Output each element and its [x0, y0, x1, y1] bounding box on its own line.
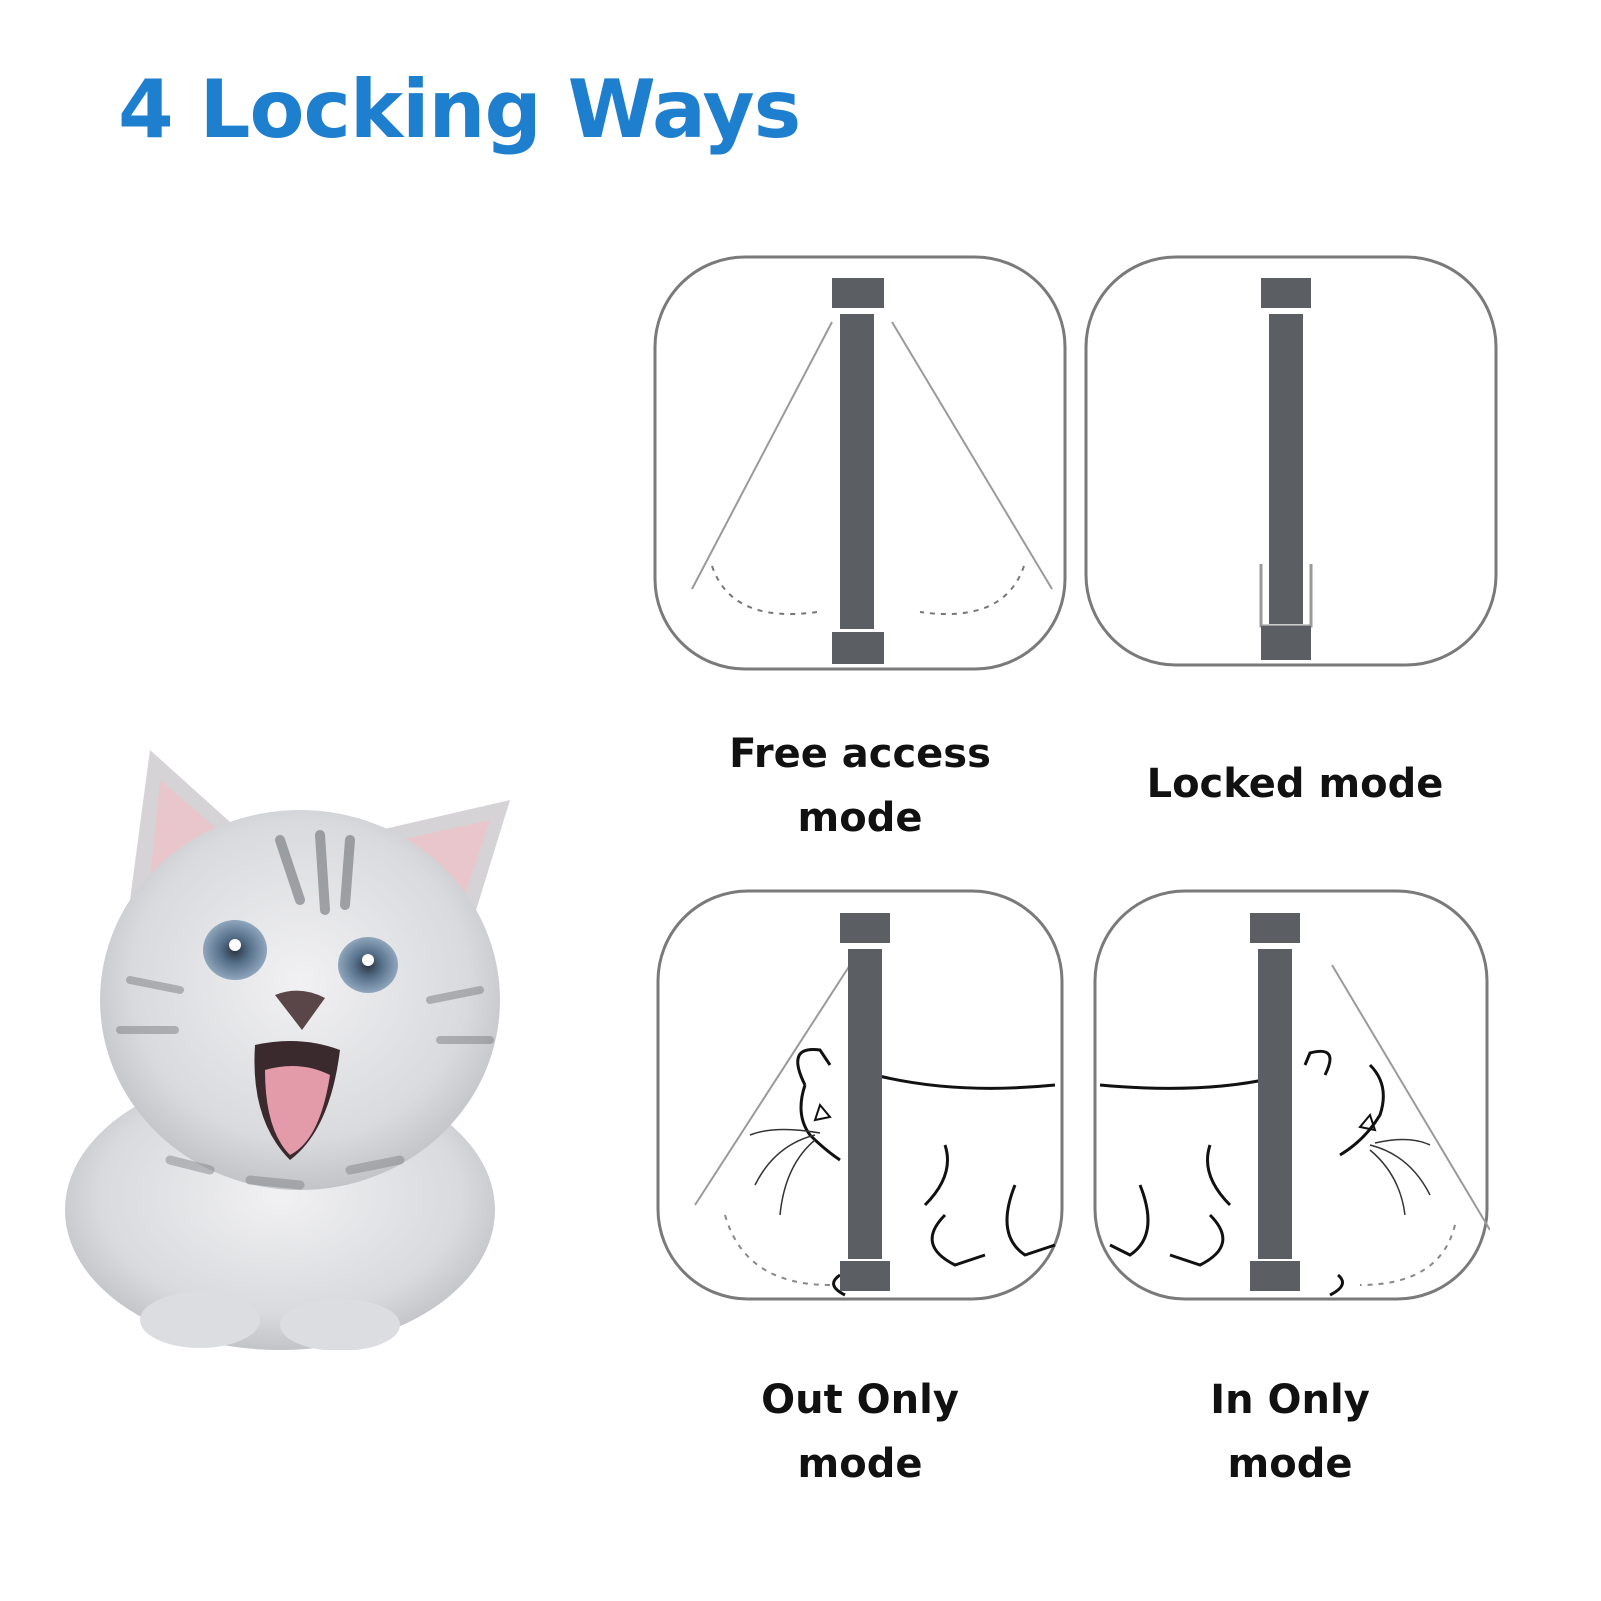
flap-locked-icon	[1084, 255, 1498, 667]
page-title: 4 Locking Ways	[118, 63, 801, 156]
flap-swings-in-with-cat-icon	[1093, 889, 1490, 1301]
mode-card-in-only	[1070, 885, 1490, 1303]
flap-swings-out-with-cat-icon	[656, 889, 1064, 1301]
mode-label-free-access: Free access mode	[729, 731, 991, 841]
flap-swings-both-ways-icon	[653, 255, 1067, 671]
mode-label-in-only: In Only mode	[1210, 1377, 1370, 1487]
mode-label-out-only: Out Only mode	[761, 1377, 959, 1487]
mode-card-locked	[1083, 254, 1499, 668]
mode-card-free-access	[652, 254, 1068, 672]
mode-card-out-only	[655, 885, 1065, 1303]
kitten-image	[50, 740, 530, 1351]
mode-label-locked: Locked mode	[1146, 761, 1444, 807]
